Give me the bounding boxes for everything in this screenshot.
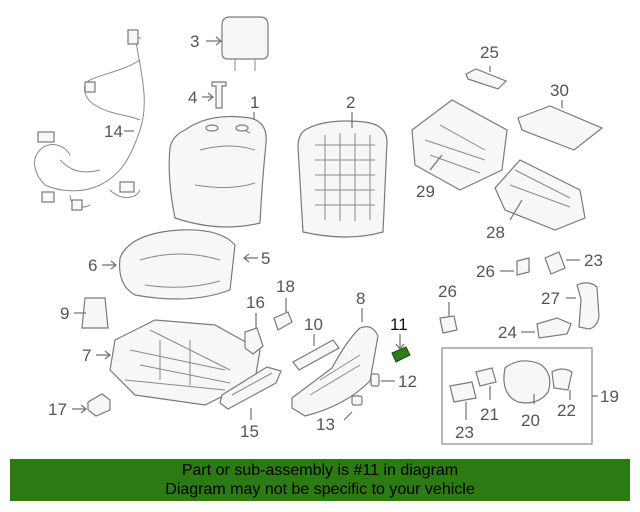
- callout-20: 20: [521, 411, 540, 430]
- banner-line-2: Diagram may not be specific to your vehi…: [165, 481, 475, 498]
- callout-26-right: 26: [476, 262, 495, 281]
- callout-12: 12: [398, 372, 417, 391]
- callout-21: 21: [480, 405, 499, 424]
- callout-14: 14: [104, 122, 123, 141]
- callout-16: 16: [246, 293, 265, 312]
- callout-6: 6: [88, 256, 97, 275]
- part-9-side-trim: [81, 297, 109, 329]
- callout-numbers: 1 2 3 4 5 6 7 8 9 10 11 12 13 14 15 16 1…: [48, 32, 619, 442]
- callout-13: 13: [316, 415, 335, 434]
- part-26-connector-upper: [516, 257, 530, 276]
- part-26-clip-mid: [439, 315, 458, 334]
- part-4-headrest-guide: [211, 81, 227, 109]
- callout-30: 30: [550, 81, 569, 100]
- part-28-pan: [494, 159, 586, 231]
- callout-2: 2: [346, 93, 355, 112]
- seat-parts-diagram: 1 2 3 4 5 6 7 8 9 10 11 12 13 14 15 16 1…: [34, 16, 619, 445]
- part-30-plate: [517, 105, 604, 151]
- banner-line-1: Part or sub-assembly is #11 in diagram: [181, 462, 459, 479]
- part-14-wiring-harness: [34, 29, 145, 211]
- callout-22: 22: [557, 401, 576, 420]
- callout-1: 1: [250, 93, 259, 112]
- callout-23-upper: 23: [584, 251, 603, 270]
- part-2-seat-back-frame: [297, 120, 388, 238]
- callout-11: 11: [390, 315, 408, 334]
- callout-17: 17: [48, 400, 67, 419]
- part-17-bracket: [87, 393, 111, 417]
- part-11-switch: [391, 346, 411, 363]
- part-3-headrest: [221, 16, 269, 71]
- part-6-seat-cushion: [118, 229, 236, 300]
- callout-24: 24: [498, 323, 517, 342]
- part-25-pad: [465, 68, 508, 90]
- part-23-motor-upper: [544, 251, 566, 275]
- callout-25: 25: [480, 43, 499, 62]
- part-15-side-shield: [219, 366, 282, 410]
- callout-27: 27: [541, 289, 560, 308]
- callout-23-lower: 23: [455, 423, 474, 442]
- part-27-duct: [576, 282, 600, 330]
- callout-29: 29: [416, 182, 435, 201]
- callout-10: 10: [304, 315, 323, 334]
- callout-19: 19: [600, 387, 619, 406]
- part-8-side-shield: [291, 326, 379, 417]
- part-7-cushion-frame: [109, 319, 261, 406]
- callout-28: 28: [486, 223, 505, 242]
- diagram-notice-banner: Part or sub-assembly is #11 in diagram D…: [10, 459, 630, 501]
- part-12-knob: [370, 373, 380, 387]
- part-1-seat-back-cover: [168, 115, 267, 228]
- callout-5: 5: [261, 249, 270, 268]
- callout-18: 18: [276, 277, 295, 296]
- callout-15: 15: [240, 422, 259, 441]
- part-13-knob: [351, 395, 363, 406]
- callout-9: 9: [60, 304, 69, 323]
- callout-3: 3: [190, 32, 199, 51]
- callout-7: 7: [82, 346, 91, 365]
- part-24-pad: [536, 317, 572, 339]
- part-16-bracket: [244, 327, 264, 355]
- part-10-trim: [292, 339, 340, 371]
- leader-lines: [72, 36, 598, 421]
- part-18-clip: [273, 311, 293, 331]
- callout-26-mid: 26: [438, 282, 457, 301]
- callout-8: 8: [356, 289, 365, 308]
- part-29-pan: [411, 99, 508, 191]
- callout-4: 4: [188, 88, 197, 107]
